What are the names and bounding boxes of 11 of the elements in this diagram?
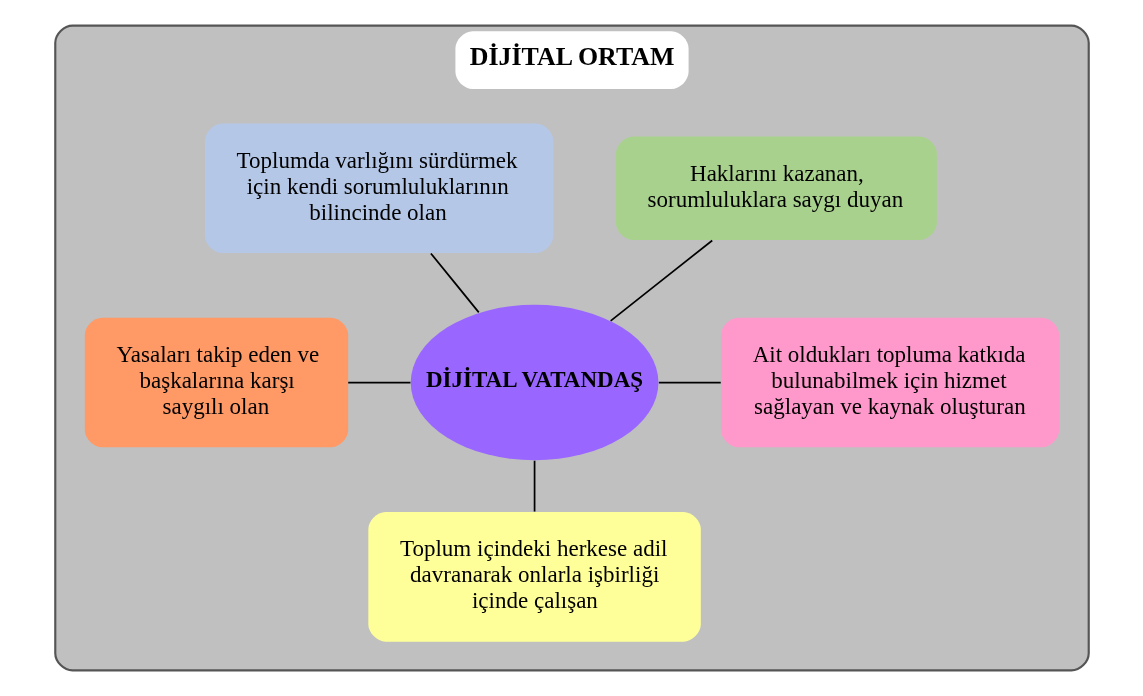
connector — [346, 381, 411, 384]
node-box: Yasaları takip eden ve başkalarına karşı saygılı olan — [84, 317, 348, 448]
node-box: Toplum içindeki herkese adil davranarak onlarla işbirliği içinde çalışan — [367, 512, 701, 642]
connector — [657, 381, 722, 384]
node-ellipse: DİJİTAL VATANDAŞ — [410, 304, 658, 461]
connector — [533, 459, 535, 513]
node-box: Ait oldukları topluma katkıda bulunabilmek için hizmet sağlayan ve kaynak oluşturan — [720, 317, 1059, 448]
node-box: Haklarını kazanan, sorumluluklara saygı duyan — [615, 136, 937, 241]
connector — [429, 252, 480, 314]
node-box: Toplumda varlığını sürdürmek için kendi sorumluluklarının bilincinde olan — [204, 123, 553, 253]
connector — [609, 239, 713, 322]
